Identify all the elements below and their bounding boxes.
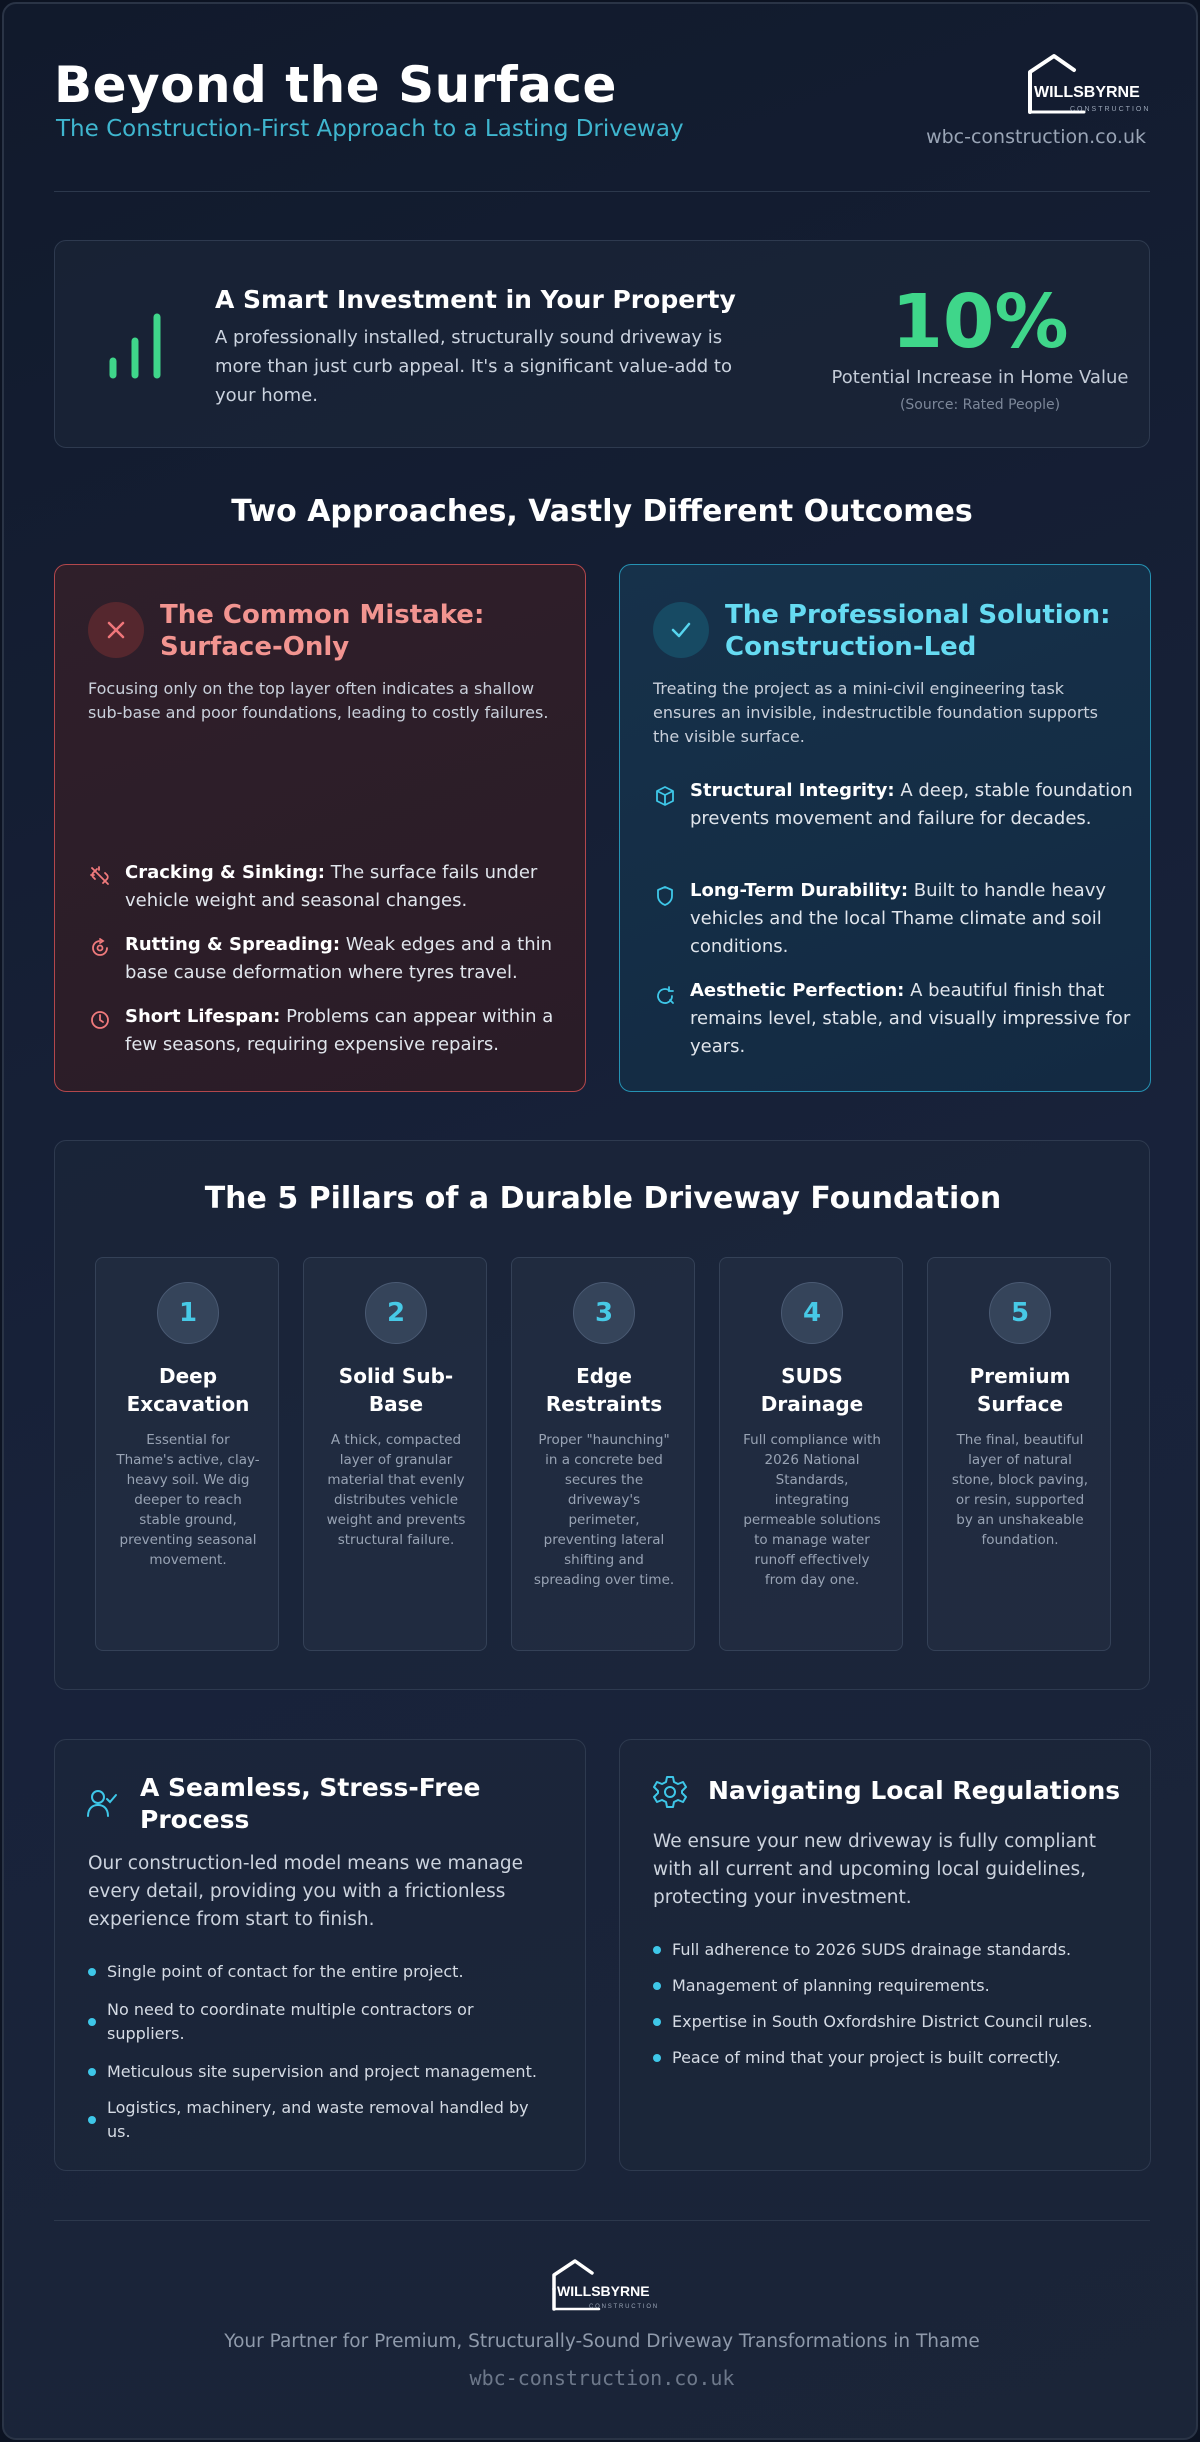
pillar-title: Premium Surface [969, 1364, 1071, 1416]
checkmark-icon [653, 602, 709, 658]
pillar-description: The final, beautiful layer of natural st… [951, 1432, 1089, 1548]
pillar-description: A thick, compacted layer of granular mat… [326, 1432, 466, 1548]
pillar-title: Deep Excavation [126, 1364, 250, 1416]
investment-title: A Smart Investment in Your Property [215, 285, 736, 314]
pillar-description: Full compliance with 2026 National Stand… [743, 1432, 881, 1588]
construction-led-card: The Professional Solution: Construction-… [619, 564, 1151, 1092]
pillar-number: 1 [157, 1282, 219, 1344]
mistake-point-lifespan: Short Lifespan: Problems can appear with… [125, 1006, 554, 1055]
list-item: Expertise in South Oxfordshire District … [672, 2012, 1093, 2031]
pillar-card: 2 Solid Sub-Base A thick, compacted laye… [303, 1257, 487, 1651]
footer-tagline: Your Partner for Premium, Structurally-S… [224, 2331, 980, 2352]
list-item: Peace of mind that your project is built… [672, 2048, 1061, 2067]
close-icon [88, 602, 144, 658]
list-item: Meticulous site supervision and project … [107, 2062, 537, 2081]
bullet-dot [88, 1968, 96, 1976]
footer-logo: WILLSBYRNE CONSTRUCTION [549, 2258, 661, 2314]
list-item: Single point of contact for the entire p… [107, 1962, 464, 1981]
bullet-dot [653, 2054, 661, 2062]
broken-link-icon [89, 865, 111, 887]
pillar-title: Edge Restraints [545, 1364, 663, 1416]
construction-led-title: The Professional Solution: Construction-… [725, 600, 1111, 662]
cube-icon [654, 785, 676, 807]
list-item: Full adherence to 2026 SUDS drainage sta… [672, 1940, 1072, 1959]
brand-logo: WILLSBYRNE CONSTRUCTION [1024, 52, 1154, 118]
pillar-number: 3 [573, 1282, 635, 1344]
pillar-number: 5 [989, 1282, 1051, 1344]
pillar-title: Solid Sub-Base [338, 1364, 454, 1416]
pillars-section: The 5 Pillars of a Durable Driveway Foun… [54, 1140, 1150, 1690]
bullet-dot [88, 2068, 96, 2076]
clock-icon [89, 1009, 111, 1031]
pillar-description: Essential for Thame's active, clay-heavy… [116, 1432, 260, 1568]
regulations-title: Navigating Local Regulations [708, 1776, 1121, 1805]
solution-point-structural: Structural Integrity: A deep, stable fou… [690, 780, 1133, 829]
website-link[interactable]: wbc-construction.co.uk [926, 126, 1146, 148]
bullet-dot [653, 2018, 661, 2026]
pillar-card: 5 Premium Surface The final, beautiful l… [927, 1257, 1111, 1651]
gear-icon [652, 1774, 688, 1810]
user-check-icon [85, 1786, 119, 1820]
brand-name: WILLSBYRNE [1034, 84, 1140, 101]
list-item: Management of planning requirements. [672, 1976, 990, 1995]
footer-divider [54, 2220, 1150, 2221]
pillars-heading: The 5 Pillars of a Durable Driveway Foun… [204, 1181, 1002, 1216]
regulations-card: Navigating Local Regulations We ensure y… [619, 1739, 1151, 2171]
investment-description: A professionally installed, structurally… [215, 327, 732, 406]
value-stat: 10% [891, 279, 1069, 365]
pillar-number: 4 [781, 1282, 843, 1344]
footer-brand-sub: CONSTRUCTION [589, 2304, 659, 2310]
regulations-description: We ensure your new driveway is fully com… [653, 1831, 1096, 1908]
page-subtitle: The Construction-First Approach to a Las… [56, 116, 684, 142]
process-description: Our construction-led model means we mana… [88, 1853, 524, 1930]
circular-arrow-icon [89, 937, 111, 959]
sparkle-refresh-icon [654, 985, 676, 1007]
solution-point-durability: Long-Term Durability: Built to handle he… [690, 880, 1107, 957]
surface-only-title: The Common Mistake: Surface-Only [160, 600, 485, 662]
process-card: A Seamless, Stress-Free Process Our cons… [54, 1739, 586, 2171]
header-divider [54, 191, 1150, 192]
bullet-dot [88, 2116, 96, 2124]
shield-icon [654, 885, 676, 907]
pillar-description: Proper "haunching" in a concrete bed sec… [533, 1432, 675, 1588]
mistake-point-rutting: Rutting & Spreading: Weak edges and a th… [125, 934, 553, 983]
bullet-dot [88, 2018, 96, 2026]
mistake-point-cracking: Cracking & Sinking: The surface fails un… [125, 862, 538, 911]
investment-card: A Smart Investment in Your Property A pr… [54, 240, 1150, 448]
brand-sub: CONSTRUCTION [1070, 106, 1150, 113]
pillar-card: 1 Deep Excavation Essential for Thame's … [95, 1257, 279, 1651]
pillar-card: 3 Edge Restraints Proper "haunching" in … [511, 1257, 695, 1651]
list-item: Logistics, machinery, and waste removal … [107, 2098, 529, 2141]
page-title: Beyond the Surface [54, 56, 617, 114]
pillar-card: 4 SUDS Drainage Full compliance with 202… [719, 1257, 903, 1651]
bar-chart-icon [107, 305, 167, 381]
process-title: A Seamless, Stress-Free Process [140, 1773, 481, 1834]
bullet-dot [653, 1982, 661, 1990]
solution-point-aesthetic: Aesthetic Perfection: A beautiful finish… [690, 980, 1131, 1057]
value-stat-source: (Source: Rated People) [899, 397, 1061, 413]
pillar-number: 2 [365, 1282, 427, 1344]
construction-led-description: Treating the project as a mini-civil eng… [653, 679, 1099, 746]
surface-only-card: The Common Mistake: Surface-Only Focusin… [54, 564, 586, 1092]
footer-website-link[interactable]: wbc-construction.co.uk [469, 2366, 735, 2390]
value-stat-label: Potential Increase in Home Value [831, 367, 1129, 388]
footer-brand-name: WILLSBYRNE [557, 2283, 650, 2299]
surface-only-description: Focusing only on the top layer often ind… [88, 679, 549, 722]
comparison-heading: Two Approaches, Vastly Different Outcome… [231, 494, 973, 529]
bullet-dot [653, 1946, 661, 1954]
list-item: No need to coordinate multiple contracto… [107, 2000, 474, 2043]
pillar-title: SUDS Drainage [760, 1364, 864, 1416]
